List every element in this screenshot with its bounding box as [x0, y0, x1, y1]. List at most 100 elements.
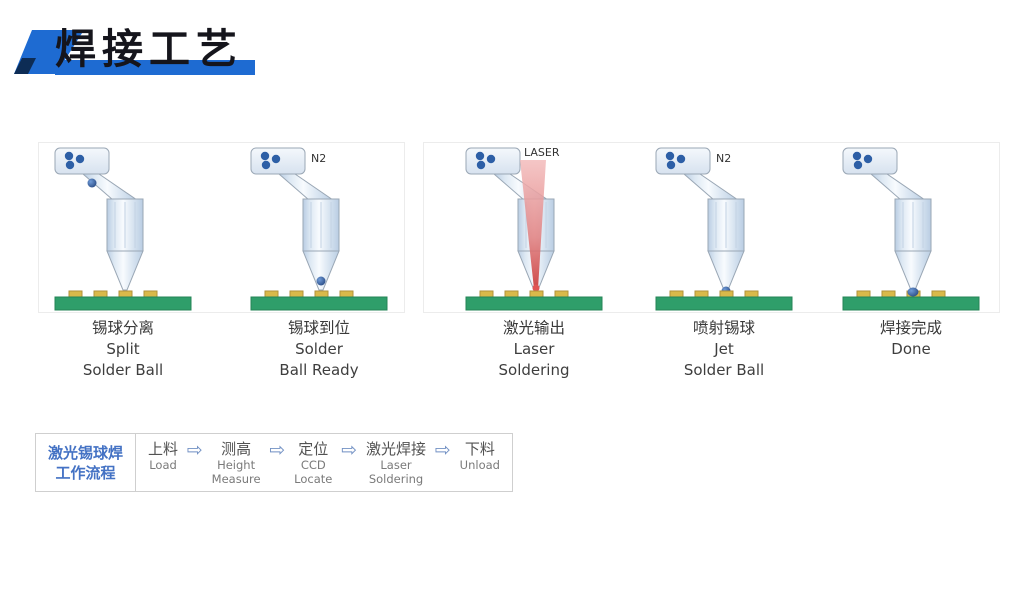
stage-1-illustration: [54, 147, 192, 311]
workflow-title-line2: 工作流程: [55, 463, 116, 482]
laser-beam: [520, 160, 546, 289]
step-label-en: Height: [217, 458, 256, 472]
stage-label-en1: Solder: [295, 340, 343, 358]
stage-label-en2: Ball Ready: [279, 361, 359, 379]
pcb: [250, 290, 388, 311]
step-label-en: CCD: [300, 458, 326, 472]
solder-ball: [87, 178, 97, 188]
stage-3-illustration: LASER: [465, 146, 603, 311]
pcb-board: [54, 296, 192, 311]
workflow-step-height-measure: 测高 Height Measure: [211, 440, 261, 487]
reservoir: [655, 147, 711, 175]
reservoir-ball-icon: [476, 160, 486, 170]
stage-caption-laser: 激光输出 Laser Soldering: [458, 318, 610, 381]
step-label-en: Unload: [459, 458, 500, 472]
reservoir-ball-icon: [261, 160, 271, 170]
workflow-step-unload: 下料 Unload: [459, 440, 500, 473]
stage-label-cn: 锡球到位: [287, 319, 350, 337]
reservoir-ball-icon: [475, 151, 485, 161]
stage-label-en1: Laser: [513, 340, 555, 358]
stage-label-en2: Solder Ball: [683, 361, 765, 379]
stage-panel-split: [47, 142, 199, 313]
pcb: [54, 290, 192, 311]
nozzle: [277, 173, 340, 291]
stage-caption-jet: 喷射锡球 Jet Solder Ball: [648, 318, 800, 381]
flow-arrow-icon: ⇨: [434, 439, 451, 461]
reservoir-ball-icon: [665, 151, 675, 161]
pcb: [655, 290, 793, 311]
brand-logo-icon: [14, 30, 84, 74]
reservoir-ball-icon: [271, 154, 281, 164]
stage-label-en1: Split: [106, 340, 140, 358]
workflow-step-laser-soldering: 激光焊接 Laser Soldering: [366, 440, 427, 487]
nozzle: [81, 173, 144, 291]
workflow-steps: 上料 Load ⇨ 测高 Height Measure ⇨ 定位 CCD Loc…: [136, 434, 512, 491]
step-label-cn: 下料: [464, 440, 495, 458]
stage-5-illustration: [842, 147, 980, 311]
workflow-title-line1: 激光锡球焊: [47, 443, 123, 462]
reservoir: [250, 147, 306, 175]
stage-caption-split: 锡球分离 Split Solder Ball: [47, 318, 199, 381]
pcb-board: [842, 296, 980, 311]
stage-2-illustration: N2: [250, 147, 388, 311]
workflow-bar: 激光锡球焊 工作流程 上料 Load ⇨ 测高 Height Measure ⇨…: [35, 433, 513, 492]
reservoir-ball-icon: [260, 151, 270, 161]
stage-caption-done: 焊接完成 Done: [835, 318, 987, 360]
workflow-step-ccd-locate: 定位 CCD Locate: [294, 440, 333, 487]
stage-label-cn: 激光输出: [502, 319, 565, 337]
soldered-ball: [907, 287, 919, 297]
stage-label-cn: 焊接完成: [879, 319, 942, 337]
step-label-en: Soldering: [368, 472, 424, 486]
stage-panel-ready: N2: [243, 142, 395, 313]
laser-spot: [532, 284, 540, 292]
gas-label: N2: [311, 152, 326, 165]
flow-arrow-icon: ⇨: [341, 439, 358, 461]
step-label-en: Locate: [294, 472, 333, 486]
step-label-cn: 测高: [221, 440, 252, 458]
nozzle: [682, 173, 745, 291]
flow-arrow-icon: ⇨: [269, 439, 286, 461]
reservoir-ball-icon: [75, 154, 85, 164]
reservoir-ball-icon: [65, 160, 75, 170]
page-title: 焊接工艺: [55, 25, 243, 73]
stage-panel-laser: LASER: [458, 142, 610, 313]
gas-label: N2: [716, 152, 731, 165]
stage-label-cn: 喷射锡球: [692, 319, 755, 337]
reservoir-ball-icon: [676, 154, 686, 164]
stage-4-illustration: N2: [655, 147, 793, 311]
logo-accent-shape: [14, 58, 36, 74]
stage-label-en1: Jet: [714, 340, 734, 358]
solder-ball: [316, 276, 326, 286]
step-label-cn: 上料: [148, 440, 179, 458]
step-label-en: Laser: [380, 458, 412, 472]
workflow-step-load: 上料 Load: [148, 440, 179, 473]
flow-arrow-icon: ⇨: [186, 439, 203, 461]
step-label-cn: 定位: [298, 440, 329, 458]
stage-caption-ready: 锡球到位 Solder Ball Ready: [243, 318, 395, 381]
step-label-en: Measure: [211, 472, 261, 486]
nozzle: [869, 173, 932, 291]
reservoir: [465, 147, 521, 175]
reservoir: [842, 147, 898, 175]
title-underline-bar: [55, 60, 255, 75]
pcb-board: [250, 296, 388, 311]
stage-label-en2: Solder Ball: [82, 361, 164, 379]
reservoir-ball-icon: [486, 154, 496, 164]
workflow-title: 激光锡球焊 工作流程: [36, 434, 136, 491]
stage-label-cn: 锡球分离: [91, 319, 154, 337]
reservoir-ball-icon: [852, 151, 862, 161]
stage-label-en2: Soldering: [498, 361, 570, 379]
stage-panel-done: [835, 142, 987, 313]
reservoir-ball-icon: [666, 160, 676, 170]
stage-label-en1: Done: [891, 340, 931, 358]
reservoir-ball-icon: [863, 154, 873, 164]
reservoir: [54, 147, 110, 175]
pcb-board: [465, 296, 603, 311]
pcb-board: [655, 296, 793, 311]
step-label-cn: 激光焊接: [366, 440, 427, 458]
laser-label: LASER: [524, 146, 560, 159]
reservoir-ball-icon: [64, 151, 74, 161]
step-label-en: Load: [149, 458, 177, 472]
stage-panel-jet: N2: [648, 142, 800, 313]
